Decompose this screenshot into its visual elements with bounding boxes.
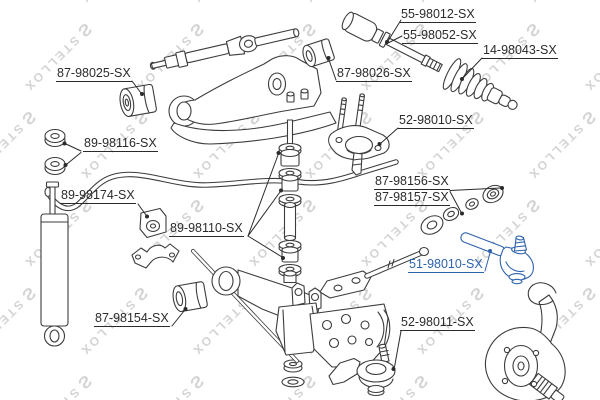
part-label-52-98010-sx[interactable]: 52-98010-SX [398, 113, 474, 129]
part-label-89-98174-sx[interactable]: 89-98174-SX [60, 188, 136, 204]
lower-ball-joint-52-98011-drawing [328, 343, 396, 397]
upper-ball-joint-52-98010-drawing [328, 93, 390, 176]
part-label-52-98011-sx[interactable]: 52-98011-SX [400, 315, 475, 331]
control-arm-bushing-87-98154-drawing [172, 281, 208, 313]
part-label-89-98110-sx[interactable]: 89-98110-SX [169, 221, 244, 237]
part-label-14-98043-sx[interactable]: 14-98043-SX [482, 43, 558, 59]
steering-rack-boot-drawing [442, 58, 518, 110]
steering-shaft-drawing [149, 28, 300, 70]
part-label-55-98012-sx[interactable]: 55-98012-SX [400, 7, 476, 23]
part-label-87-98154-sx[interactable]: 87-98154-SX [94, 311, 170, 327]
part-label-87-98156-sx[interactable]: 87-98156-SX [374, 174, 450, 190]
stabilizer-washers-89-98116-drawing [44, 128, 66, 176]
part-label-87-98026-sx[interactable]: 87-98026-SX [336, 66, 412, 82]
lower-control-arm-drawing [211, 266, 391, 368]
stabilizer-link-kit-drawing [278, 119, 305, 388]
part-label-89-98116-sx[interactable]: 89-98116-SX [83, 136, 158, 152]
upper-control-arm-drawing [168, 55, 337, 145]
stabilizer-bracket-drawing [131, 243, 180, 269]
drag-link-seals-87-98156-drawing [420, 184, 504, 235]
part-label-87-98157-sx[interactable]: 87-98157-SX [374, 190, 450, 206]
part-label-55-98052-sx[interactable]: 55-98052-SX [402, 28, 478, 44]
part-label-51-98010-sx[interactable]: 51-98010-SX [408, 257, 484, 273]
tie-rod-end-51-98010-drawing[interactable] [460, 232, 534, 285]
control-arm-bushing-87-98025-drawing [119, 83, 157, 117]
shock-absorber-drawing [40, 181, 69, 347]
centre-link-drawing [319, 246, 430, 299]
part-label-87-98025-sx[interactable]: 87-98025-SX [56, 66, 132, 82]
control-arm-bushing-87-98026-drawing [302, 38, 335, 68]
leader-lines [62, 19, 504, 371]
strut-rod-drawing [191, 249, 299, 363]
steering-knuckle-drawing [484, 282, 566, 400]
